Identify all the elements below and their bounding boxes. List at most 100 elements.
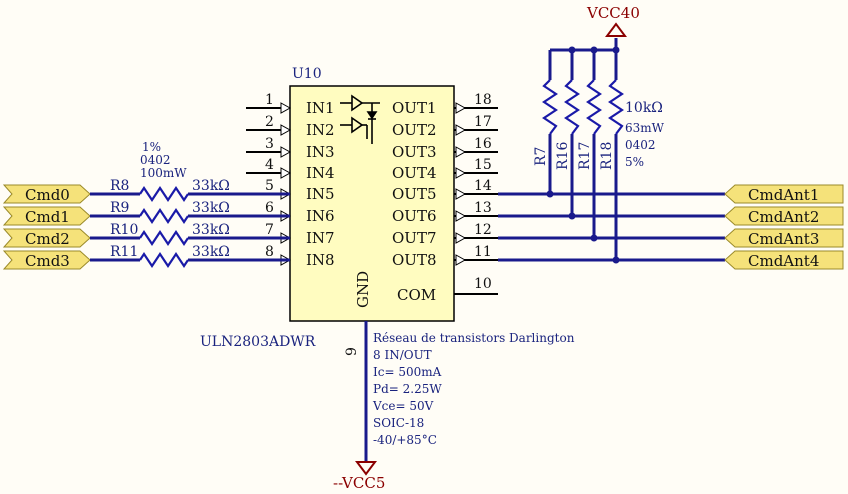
output-pin-15[interactable]: [454, 167, 498, 179]
output-pin-18[interactable]: [454, 102, 498, 114]
in-label: IN1: [306, 99, 335, 117]
port-label: Cmd3: [25, 252, 70, 270]
port-label: Cmd0: [25, 186, 70, 204]
in-label: IN6: [306, 207, 335, 225]
output-pin-12[interactable]: [454, 232, 498, 244]
resistor-ref: R7: [533, 147, 549, 166]
resistor-ref: R8: [110, 178, 129, 194]
resistor-r8[interactable]: [139, 186, 189, 202]
chip-output-labels: OUT1 OUT2 OUT3 OUT4 OUT5 OUT6 OUT7 OUT8 …: [392, 99, 437, 304]
input-port-cmd1[interactable]: Cmd1: [2, 206, 91, 226]
gnd-label: GND: [354, 271, 372, 308]
pin-number: 18: [474, 92, 492, 108]
pin-number: 3: [265, 136, 274, 152]
pin-number: 16: [474, 136, 492, 152]
input-wires: [90, 192, 290, 262]
output-port-cmdant3[interactable]: CmdAnt3: [724, 228, 844, 248]
output-wires: [498, 192, 725, 262]
input-port-cmd3[interactable]: Cmd3: [2, 250, 91, 270]
resistor-ref: R11: [110, 244, 138, 260]
output-port-cmdant2[interactable]: CmdAnt2: [724, 206, 844, 226]
output-pin-14[interactable]: [454, 188, 498, 200]
input-pin-3[interactable]: [246, 146, 292, 158]
resistor-r16[interactable]: [564, 79, 580, 135]
input-pin-1[interactable]: [246, 102, 292, 114]
output-pins: [454, 102, 498, 295]
output-pin-16[interactable]: [454, 146, 498, 158]
description-line: Pd= 2.25W: [373, 382, 442, 396]
in-label: IN7: [306, 229, 335, 247]
pin-number: 5: [265, 178, 274, 194]
output-pin-13[interactable]: [454, 210, 498, 222]
pin-number: 1: [265, 92, 274, 108]
in-label: IN3: [306, 143, 335, 161]
port-label: CmdAnt4: [748, 252, 819, 270]
output-ports: CmdAnt1 CmdAnt2 CmdAnt3 CmdAnt4: [724, 184, 844, 270]
resistor-ref: R16: [555, 142, 571, 170]
pin-number: 4: [265, 157, 274, 173]
output-pin-17[interactable]: [454, 124, 498, 136]
resistor-value: 33kΩ: [192, 222, 230, 238]
description-line: Vce= 50V: [372, 399, 434, 413]
resistor-ref: R18: [599, 142, 615, 170]
resistor-r11[interactable]: [139, 252, 189, 268]
output-port-cmdant4[interactable]: CmdAnt4: [724, 250, 844, 270]
pin-number: 15: [474, 157, 492, 173]
resistor-spec: 0402: [625, 138, 656, 152]
resistor-value: 33kΩ: [192, 244, 230, 260]
resistor-r10[interactable]: [139, 230, 189, 246]
out-label: OUT3: [392, 143, 437, 161]
resistor-ref: R10: [110, 222, 138, 238]
description-line: Ic= 500mA: [373, 365, 442, 379]
description-line: -40/+85°C: [373, 433, 437, 447]
vcc40-arrow-icon[interactable]: [605, 22, 627, 37]
input-pin-2[interactable]: [246, 124, 292, 136]
resistor-r9[interactable]: [139, 208, 189, 224]
input-resistor-labels: R8 R9 R10 R11 33kΩ 33kΩ 33kΩ 33kΩ 1% 040…: [110, 140, 230, 260]
pin-number: 7: [265, 222, 274, 238]
resistor-value: 33kΩ: [192, 200, 230, 216]
input-port-cmd0[interactable]: Cmd0: [2, 184, 91, 204]
input-ports: Cmd0 Cmd1 Cmd2 Cmd3: [2, 184, 91, 270]
out-label: OUT1: [392, 99, 437, 117]
pin-number: 14: [474, 178, 492, 194]
input-port-cmd2[interactable]: Cmd2: [2, 228, 91, 248]
vcc5-label: --VCC5: [333, 474, 385, 492]
pin-number: 8: [265, 244, 274, 260]
resistor-r18[interactable]: [608, 79, 624, 135]
vcc5-arrow-icon[interactable]: [355, 461, 377, 476]
port-label: CmdAnt2: [748, 208, 819, 226]
resistor-spec: 0402: [140, 153, 171, 167]
port-label: CmdAnt3: [748, 230, 819, 248]
pin-number: 12: [474, 222, 492, 238]
out-label: OUT5: [392, 185, 437, 203]
output-pin-numbers: 18 17 16 15 14 13 12 11 10: [474, 92, 492, 292]
chip-part-number: ULN2803ADWR: [200, 334, 316, 350]
resistor-r17[interactable]: [586, 79, 602, 135]
gnd-pin-number: 9: [344, 347, 360, 356]
resistor-spec: 1%: [142, 140, 161, 154]
port-label: CmdAnt1: [748, 186, 819, 204]
pullup-network: [546, 38, 620, 264]
output-port-cmdant1[interactable]: CmdAnt1: [724, 184, 844, 204]
resistor-r7[interactable]: [542, 79, 558, 135]
in-label: IN5: [306, 185, 335, 203]
output-pin-11[interactable]: [454, 254, 498, 266]
pin-number: 13: [474, 200, 492, 216]
out-label: OUT8: [392, 251, 437, 269]
input-pin-numbers: 1 2 3 4 5 6 7 8: [265, 92, 274, 260]
port-label: Cmd2: [25, 230, 70, 248]
out-label: OUT4: [392, 164, 437, 182]
port-label: Cmd1: [25, 208, 70, 226]
resistor-ref: R9: [110, 200, 129, 216]
pin-number: 2: [265, 114, 274, 130]
darlington-symbol-icon: [340, 94, 380, 144]
chip-input-labels: IN1 IN2 IN3 IN4 IN5 IN6 IN7 IN8: [306, 99, 335, 269]
description-line: 8 IN/OUT: [373, 348, 432, 362]
resistor-spec: 63mW: [625, 121, 665, 135]
input-pin-4[interactable]: [246, 167, 292, 179]
vcc40-label: VCC40: [586, 4, 640, 22]
in-label: IN2: [306, 121, 335, 139]
out-label: OUT2: [392, 121, 437, 139]
chip-designator: U10: [292, 66, 322, 82]
